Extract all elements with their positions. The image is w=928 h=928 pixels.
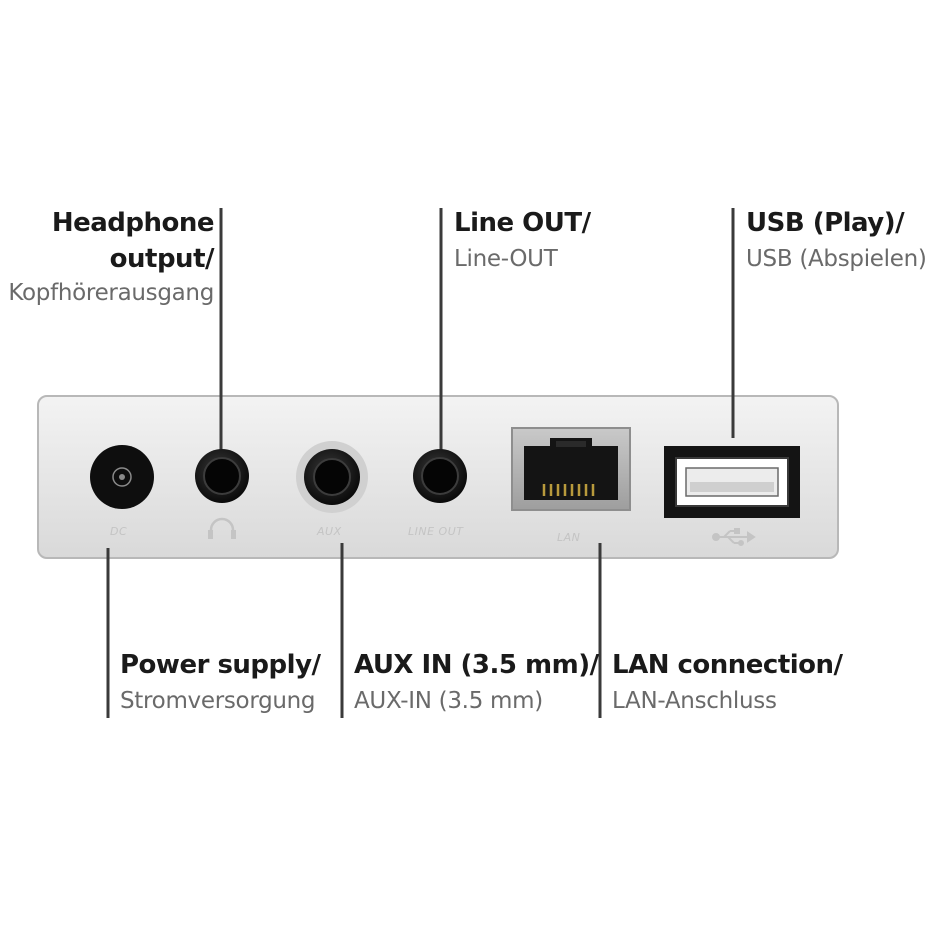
label-usb-en: USB (Play)/: [746, 208, 905, 238]
label-lan-en: LAN connection/: [612, 650, 843, 680]
label-headphone: Headphone output/ Kopfhörerausgang: [0, 210, 214, 305]
label-usb: USB (Play)/ USB (Abspielen): [746, 210, 927, 271]
label-power-de: Stromversorgung: [120, 688, 316, 714]
lan-port: [511, 427, 631, 511]
caption-lan: LAN: [557, 531, 580, 544]
label-headphone-en-1: Headphone: [51, 208, 215, 238]
aux-jack: [296, 441, 368, 513]
label-line-out-en: Line OUT/: [454, 208, 591, 238]
label-aux: AUX IN (3.5 mm)/ AUX-IN (3.5 mm): [354, 652, 599, 713]
label-headphone-en-2: output/: [109, 244, 215, 274]
headphone-icon: [208, 517, 236, 539]
usb-port: [664, 446, 800, 518]
usb-icon: [712, 528, 756, 546]
caption-line-out: LINE OUT: [408, 525, 464, 538]
label-line-out-de: Line-OUT: [454, 246, 558, 272]
label-power-en: Power supply/: [120, 650, 321, 680]
label-power: Power supply/ Stromversorgung: [120, 652, 321, 713]
leader-lines: [106, 208, 735, 718]
caption-aux: AUX: [316, 525, 342, 538]
dc-jack: [90, 445, 154, 509]
label-usb-de: USB (Abspielen): [746, 246, 927, 272]
label-lan: LAN connection/ LAN-Anschluss: [612, 652, 843, 713]
label-headphone-de: Kopfhörerausgang: [8, 280, 214, 306]
label-aux-de: AUX-IN (3.5 mm): [354, 688, 543, 714]
label-lan-de: LAN-Anschluss: [612, 688, 777, 714]
caption-dc: DC: [110, 525, 127, 538]
headphone-jack: [195, 449, 249, 503]
label-aux-en: AUX IN (3.5 mm)/: [354, 650, 599, 680]
line-out-jack: [413, 449, 467, 503]
label-line-out: Line OUT/ Line-OUT: [454, 210, 591, 271]
